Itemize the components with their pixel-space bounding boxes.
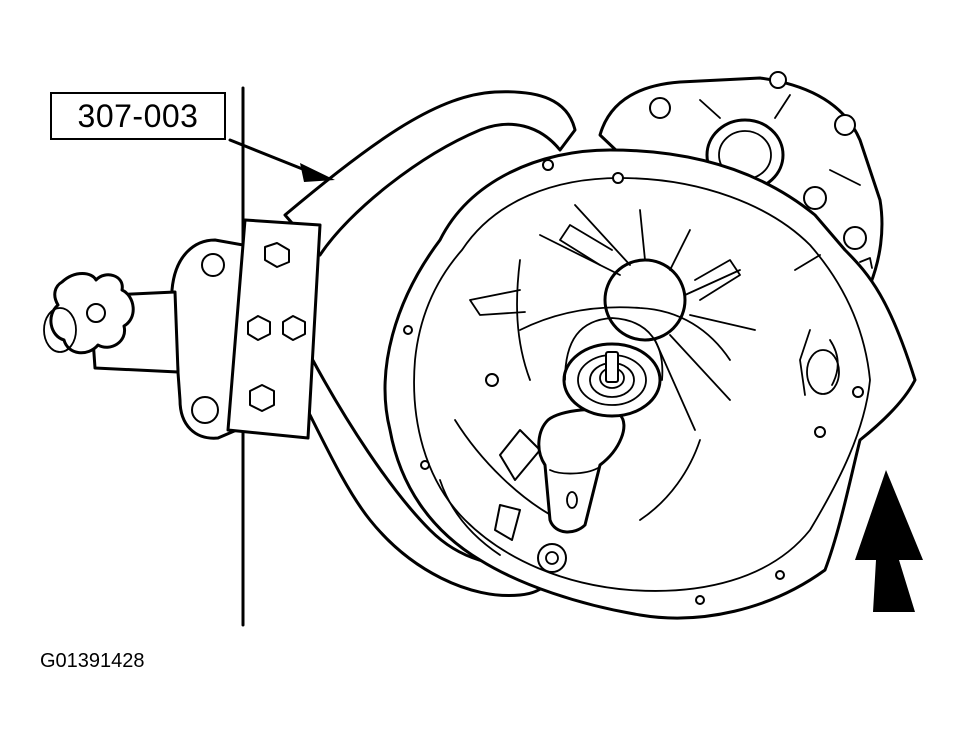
clutch-assembly [454, 204, 756, 541]
figure-id: G01391428 [40, 650, 145, 672]
tool-number-label: 307-003 [50, 92, 226, 140]
arrow-icon [228, 138, 335, 182]
thick-arrow-icon [855, 470, 923, 612]
